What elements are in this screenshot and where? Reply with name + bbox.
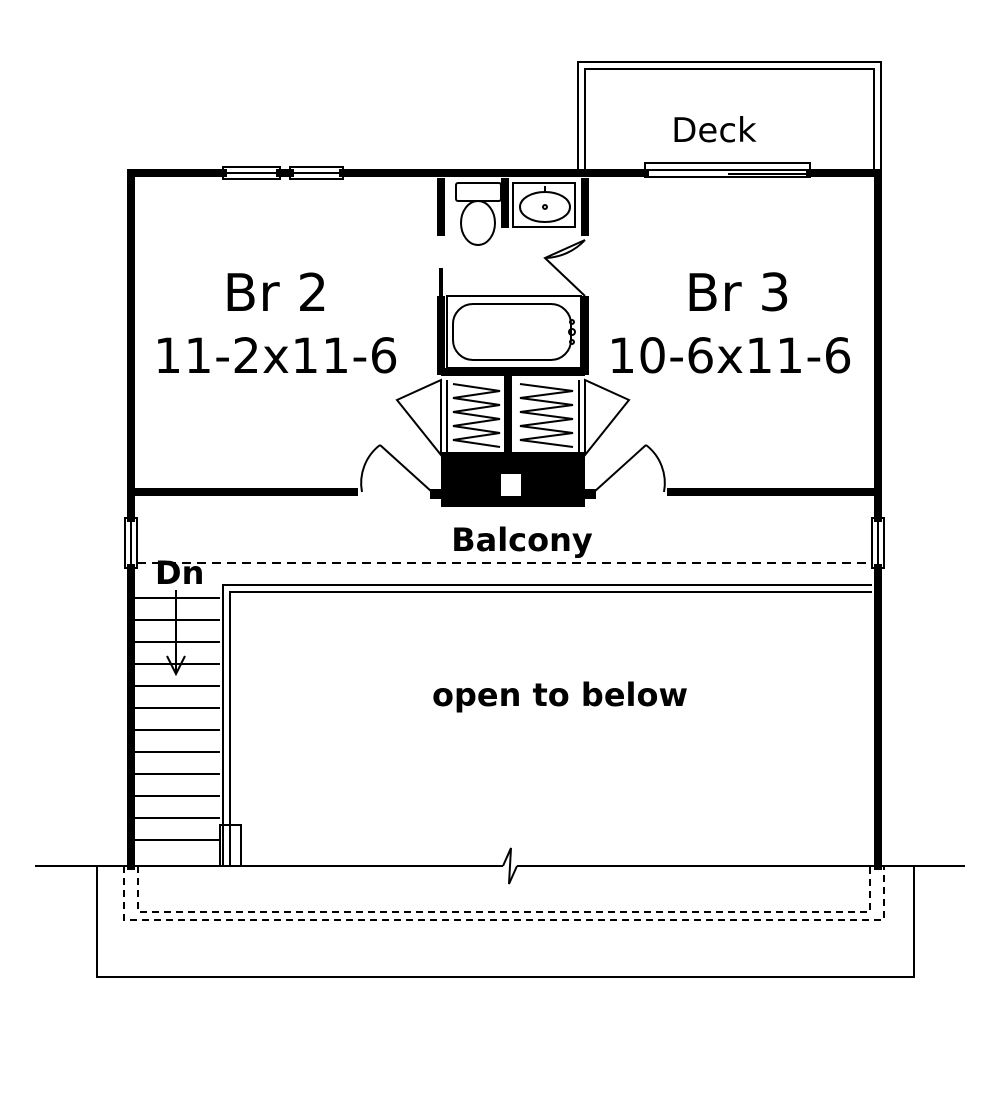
interior-walls xyxy=(131,178,878,496)
exterior-walls xyxy=(127,169,882,870)
room-name-br3: Br 3 xyxy=(685,264,792,324)
bathroom-fixtures xyxy=(439,182,586,369)
closets xyxy=(395,378,631,458)
ground-line xyxy=(35,847,965,885)
railing xyxy=(219,584,872,867)
deck xyxy=(577,61,882,171)
room-dims-br2: 11-2x11-6 xyxy=(153,329,399,385)
stairs xyxy=(135,597,220,841)
deck-label: Deck xyxy=(671,111,757,151)
footing-dashed xyxy=(123,866,885,921)
foundation xyxy=(96,866,915,978)
stairs-down-label: Dn xyxy=(155,554,204,592)
windows xyxy=(124,162,885,569)
balcony-label: Balcony xyxy=(451,521,593,559)
chimney xyxy=(430,452,596,507)
room-name-br2: Br 2 xyxy=(223,264,330,324)
doors xyxy=(360,444,666,493)
open-to-below-label: open to below xyxy=(432,676,688,714)
room-dims-br3: 10-6x11-6 xyxy=(607,329,853,385)
down-arrow xyxy=(166,590,186,677)
